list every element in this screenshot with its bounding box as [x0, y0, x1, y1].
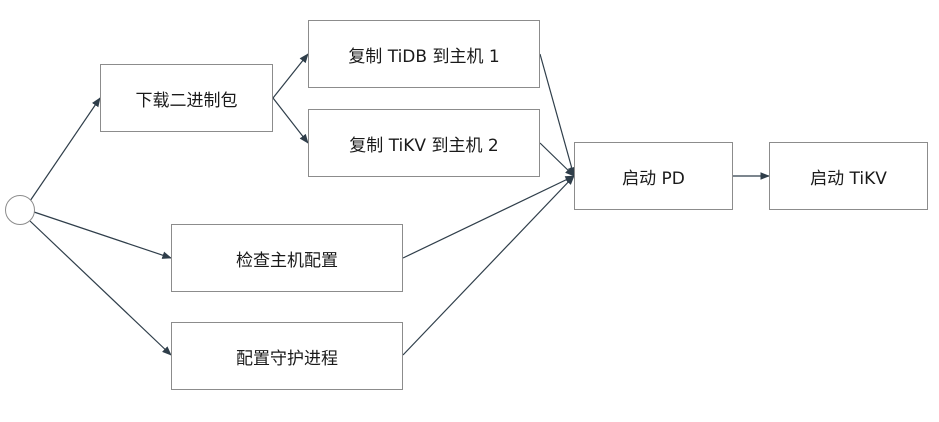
edge-download-to-copy-tikv	[272, 97, 309, 144]
edge-copy-tikv-to-start-pd	[539, 142, 575, 177]
edge-check-host-to-start-pd	[402, 175, 575, 259]
edge-start-to-config-daemon	[29, 220, 172, 356]
edge-download-to-copy-tidb	[272, 53, 309, 99]
edge-start-to-check-host	[33, 211, 172, 259]
config-daemon-node: 配置守护进程	[171, 322, 403, 390]
download-binary-node: 下载二进制包	[100, 64, 273, 132]
edge-config-daemon-to-start-pd	[402, 175, 575, 356]
start-node	[5, 195, 35, 225]
start-tikv-node: 启动 TiKV	[769, 142, 928, 210]
check-host-config-node: 检查主机配置	[171, 224, 403, 292]
copy-tikv-node: 复制 TiKV 到主机 2	[308, 109, 540, 177]
edge-copy-tidb-to-start-pd	[539, 53, 576, 177]
start-pd-node: 启动 PD	[574, 142, 733, 210]
edge-start-to-download	[29, 97, 101, 202]
copy-tidb-node: 复制 TiDB 到主机 1	[308, 20, 540, 88]
